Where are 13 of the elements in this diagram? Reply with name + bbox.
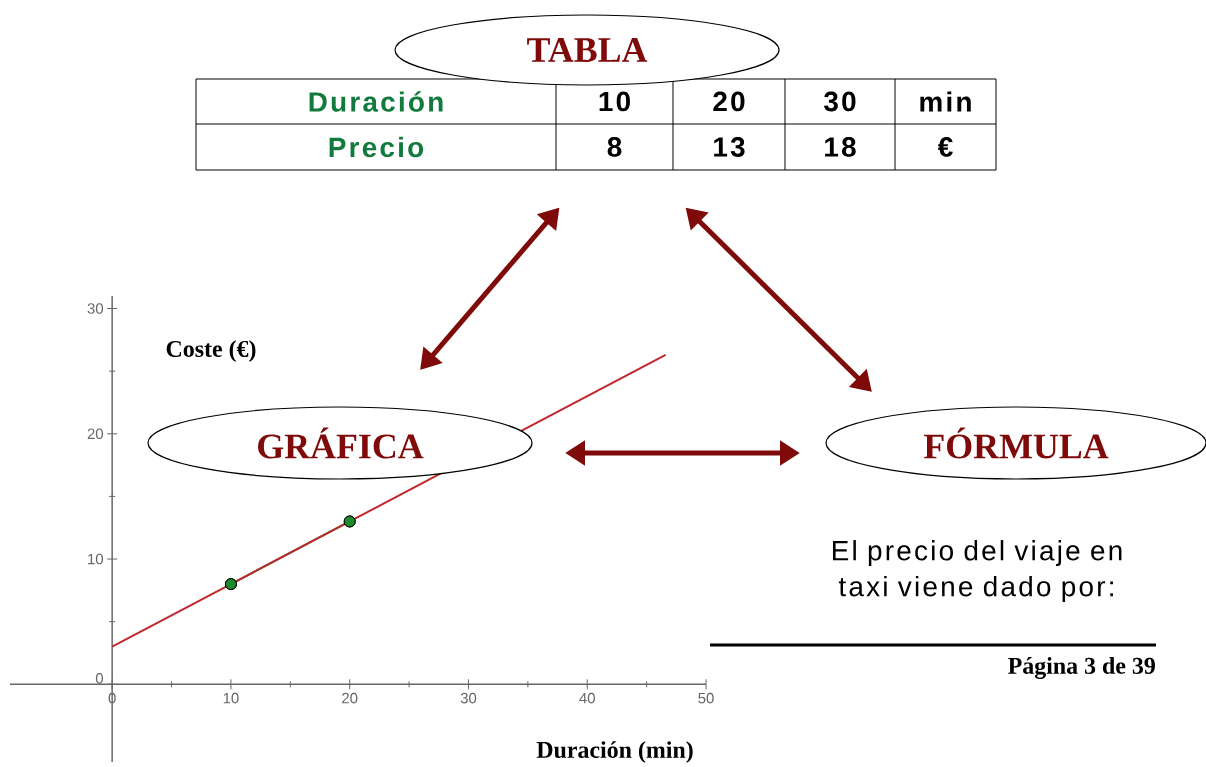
y-axis-title: Coste (€) [166, 340, 256, 362]
y-tick-label: 30 [87, 303, 104, 314]
x-tick-label: 20 [342, 692, 358, 704]
x-tick-label: 30 [460, 692, 477, 704]
y-tick-label: 20 [87, 428, 104, 440]
y-tick-label: 0 [95, 673, 104, 684]
x-axis-title: Duración (min) [536, 741, 693, 763]
x-tick-label: 40 [579, 692, 595, 704]
page-number: Página 3 de 39 [1008, 657, 1155, 679]
paragraph: El precio del viaje en taxi viene dado por: [833, 540, 1122, 602]
y-tick-label: 10 [88, 553, 104, 565]
x-tick-label: 10 [223, 692, 239, 704]
x-tick-label: 50 [698, 692, 714, 704]
